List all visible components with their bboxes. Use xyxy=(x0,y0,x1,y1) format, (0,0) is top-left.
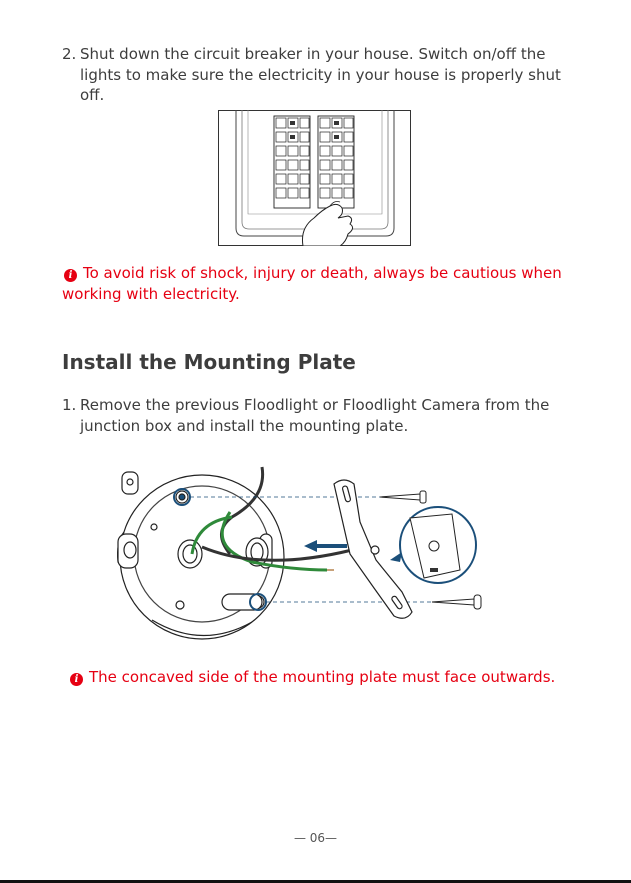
info-exclamation-icon: i xyxy=(70,673,83,686)
zoom-detail xyxy=(390,506,477,584)
section-heading: Install the Mounting Plate xyxy=(62,350,356,374)
bottom-rule xyxy=(0,880,631,883)
warning-shock-text: To avoid risk of shock, injury or death,… xyxy=(62,264,562,303)
step-remove-install: 1. Remove the previous Floodlight or Flo… xyxy=(62,395,562,436)
mounting-plate-illustration xyxy=(117,466,482,640)
step-text: Shut down the circuit breaker in your ho… xyxy=(80,45,561,104)
mounting-plate xyxy=(333,479,413,619)
step-text: Remove the previous Floodlight or Floodl… xyxy=(80,396,550,435)
warning-concave-text: The concaved side of the mounting plate … xyxy=(89,668,556,686)
step-number: 1. xyxy=(62,396,77,414)
info-exclamation-icon: i xyxy=(64,269,77,282)
junction-box xyxy=(117,471,285,640)
screw-bottom xyxy=(431,594,482,610)
warning-concave: i The concaved side of the mounting plate… xyxy=(70,667,590,688)
step-number: 2. xyxy=(62,45,77,63)
step-shutdown-breaker: 2. Shut down the circuit breaker in your… xyxy=(62,44,562,106)
circuit-breaker-illustration xyxy=(218,110,411,246)
screw-top xyxy=(379,490,427,504)
page-number: — 06— xyxy=(293,831,338,845)
